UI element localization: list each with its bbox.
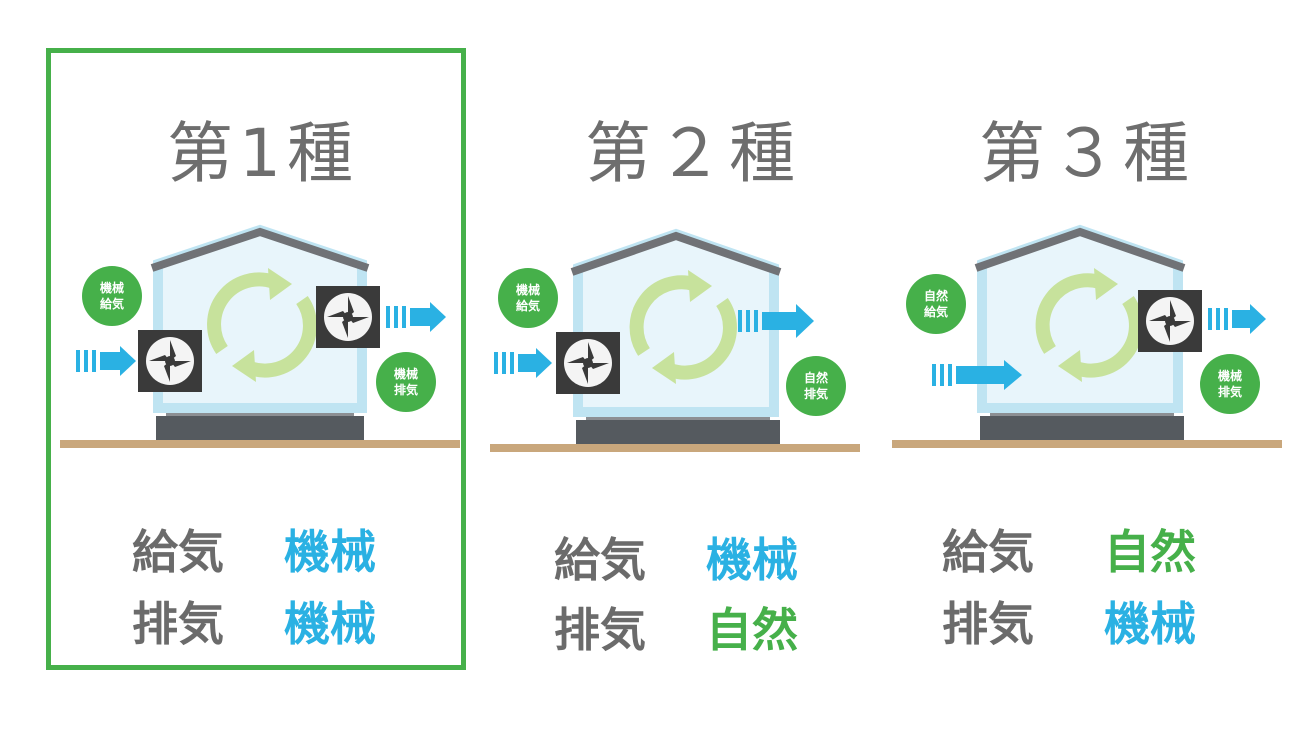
exhaust-bubble: 機械 排気	[1200, 354, 1260, 414]
ground	[490, 444, 860, 452]
supply-bubble: 機械 給気	[82, 266, 142, 326]
row-value: 機械	[284, 597, 376, 651]
supply-bubble: 機械 給気	[498, 268, 558, 328]
supply-arrow-icon	[494, 348, 552, 378]
exhaust-arrow-icon	[1208, 304, 1266, 334]
row-key: 給気	[132, 525, 224, 579]
circulation-arrows-icon	[1035, 268, 1143, 382]
bubble-line-2: 給気	[924, 304, 948, 319]
foundation	[576, 420, 780, 444]
bubble-line-1: 自然	[804, 370, 828, 385]
foundation	[980, 416, 1184, 440]
ground	[60, 440, 460, 448]
bubble-line-1: 自然	[924, 288, 948, 303]
row-key: 排気	[132, 597, 224, 651]
foundation	[156, 416, 364, 440]
exhaust-arrow-icon	[738, 304, 814, 338]
house-diagram: 自然 給気 機械 排気	[892, 224, 1282, 448]
row-value: 機械	[1104, 597, 1196, 651]
row-value: 機械	[706, 533, 798, 587]
roof	[974, 227, 1186, 272]
roof	[150, 227, 370, 272]
panel-type-1: 第1種	[46, 0, 480, 734]
bubble-line-2: 給気	[100, 296, 124, 311]
exhaust-fan-icon	[316, 286, 380, 348]
bubble-line-2: 給気	[516, 298, 540, 313]
panel-type-2: 第２種 機械 給気	[476, 0, 910, 734]
bubble-line-2: 排気	[394, 382, 418, 397]
row-value: 機械	[284, 525, 376, 579]
row-key: 給気	[942, 525, 1034, 579]
panel-type-3: 第３種 自然 給気	[870, 0, 1304, 734]
selected-panel-frame	[46, 48, 466, 670]
bubble-line-2: 排気	[804, 386, 828, 401]
bubble-line-2: 排気	[1218, 384, 1242, 399]
supply-fan-icon	[138, 330, 202, 392]
panel-title: 第２種	[585, 115, 801, 192]
exhaust-fan-icon	[1138, 290, 1202, 352]
panel-title: 第1種	[167, 115, 359, 192]
supply-arrow-icon	[932, 360, 1022, 390]
supply-arrow-icon	[76, 346, 136, 376]
exhaust-arrow-icon	[386, 302, 446, 332]
supply-bubble: 自然 給気	[906, 274, 966, 334]
house-diagram: 機械 給気 自然 排気	[490, 228, 860, 452]
supply-fan-icon	[556, 332, 620, 394]
circulation-arrows-icon	[207, 268, 317, 382]
bubble-line-1: 機械	[1218, 368, 1242, 383]
circulation-arrows-icon	[629, 270, 737, 384]
row-key: 排気	[554, 603, 646, 657]
row-key: 排気	[942, 597, 1034, 651]
row-key: 給気	[554, 533, 646, 587]
bubble-line-1: 機械	[516, 282, 540, 297]
ground	[892, 440, 1282, 448]
bubble-line-1: 機械	[394, 366, 418, 381]
row-value: 自然	[1104, 525, 1196, 579]
bubble-line-1: 機械	[100, 280, 124, 295]
exhaust-bubble: 機械 排気	[376, 352, 436, 412]
row-value: 自然	[706, 603, 798, 657]
exhaust-bubble: 自然 排気	[786, 356, 846, 416]
house-diagram: 機械 給気 機械 排気	[60, 224, 460, 448]
roof	[570, 231, 782, 276]
panel-title: 第３種	[979, 115, 1195, 192]
